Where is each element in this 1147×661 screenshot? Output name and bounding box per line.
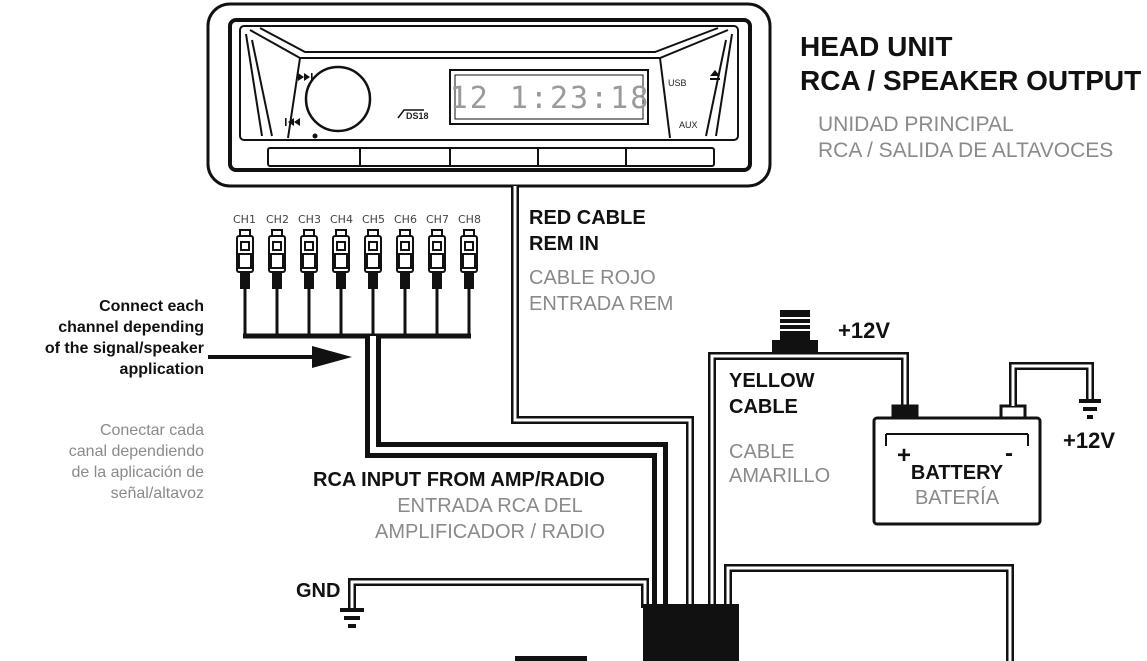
connect-arrow (208, 346, 352, 368)
yellow-cable-label: YELLOW CABLE (729, 370, 815, 418)
skip-back-icon[interactable] (285, 118, 300, 126)
channel-label: CH3 (298, 213, 321, 226)
gnd-label: GND (296, 580, 341, 602)
channel-label: CH2 (266, 213, 289, 226)
channel-label: CH4 (330, 213, 353, 226)
connect-instructions-en: Connect each channel depending of the si… (44, 298, 204, 378)
speaker-output-cable (724, 564, 1014, 661)
rca-connectors (236, 229, 478, 289)
battery-label: BATTERY (910, 462, 1004, 484)
channel-label: CH1 (233, 213, 256, 226)
rca-input-label-es: ENTRADA RCA DEL AMPLIFICADOR / RADIO (374, 495, 606, 543)
yellow-cable-label-es: CABLE AMARILLO (729, 441, 831, 487)
red-cable-label: RED CABLE REM IN (529, 207, 646, 255)
rca-channel-labels: CH1 CH2 CH3 CH4 CH5 CH6 CH7 CH8 (233, 213, 481, 226)
status-dot (312, 133, 318, 139)
battery-label-es: BATERÍA (914, 487, 1000, 509)
amplifier (643, 604, 739, 661)
battery-minus-sign: - (1005, 440, 1013, 467)
rca-harness (243, 288, 668, 608)
ground-symbol-right (1079, 399, 1101, 419)
channel-label: CH6 (394, 213, 417, 226)
ground-voltage-label: +12V (1063, 428, 1115, 453)
channel-label: CH7 (426, 213, 449, 226)
red-cable-label-es: CABLE ROJO ENTRADA REM (529, 267, 674, 315)
head-unit-title: HEAD UNIT RCA / SPEAKER OUTPUT (800, 31, 1142, 96)
connect-instructions-es: Conectar cada canal dependiendo de la ap… (68, 422, 204, 502)
battery-ground-wire (1009, 362, 1094, 406)
skip-forward-icon[interactable] (298, 73, 313, 81)
fuse-voltage-label: +12V (838, 318, 890, 343)
usb-port-label[interactable]: USB (668, 78, 687, 88)
red-rem-cable (511, 186, 694, 608)
battery-plus-sign: + (897, 442, 912, 469)
channel-label: CH5 (362, 213, 385, 226)
head-unit (206, 2, 772, 188)
brand-logo: DS18 (397, 109, 429, 121)
head-unit-subtitle-es: UNIDAD PRINCIPAL RCA / SALIDA DE ALTAVOC… (818, 113, 1114, 162)
battery (872, 404, 1042, 526)
rca-input-label: RCA INPUT FROM AMP/RADIO (313, 469, 605, 491)
channel-label: CH8 (458, 213, 481, 226)
gnd-wire (348, 578, 649, 608)
svg-text:DS18: DS18 (406, 111, 429, 121)
ground-symbol-left (340, 608, 364, 628)
lcd-display (449, 69, 649, 125)
aux-port-label[interactable]: AUX (679, 120, 698, 130)
fuse-holder (772, 310, 818, 352)
volume-knob[interactable] (304, 65, 372, 133)
eject-icon[interactable] (710, 70, 720, 80)
yellow-cable (708, 352, 909, 608)
lcd-time: 12 1:23:18 (450, 81, 651, 116)
